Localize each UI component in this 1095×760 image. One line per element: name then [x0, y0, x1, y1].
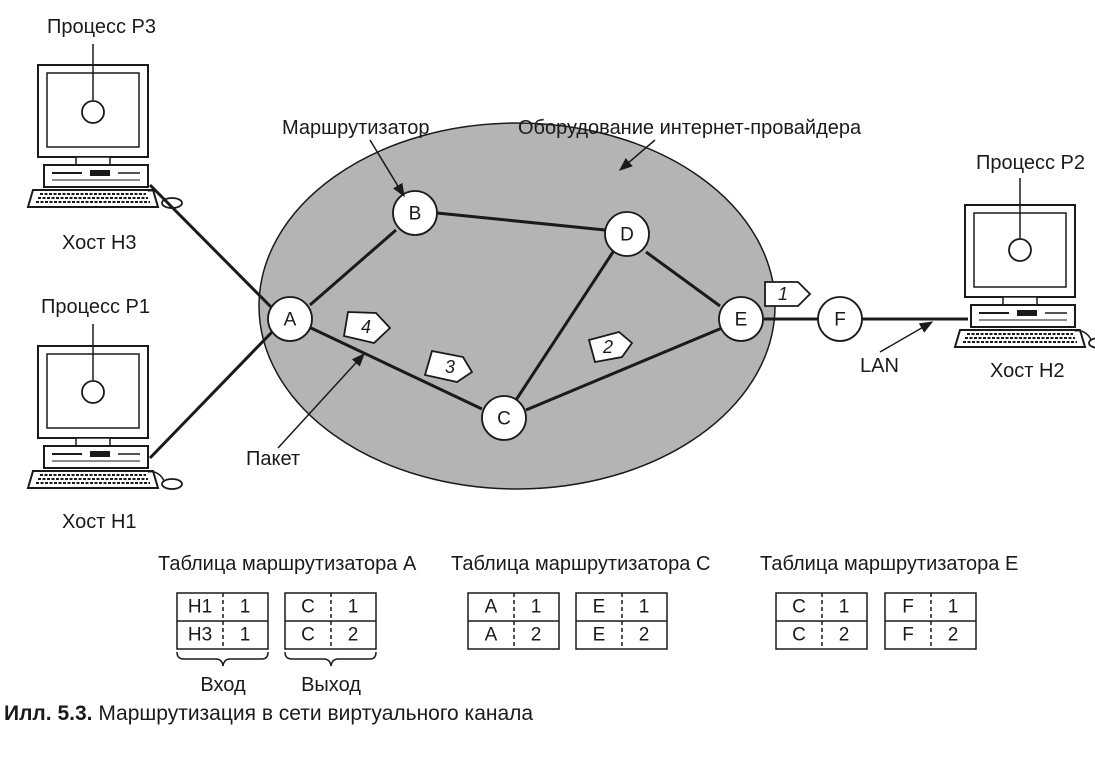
- process-p1-icon: [81, 380, 105, 404]
- table-e-title: Таблица маршрутизатора Е: [760, 553, 1018, 575]
- router-table-e: Таблица маршрутизатора Е C 1 C 2 F 1 F 2: [760, 553, 1018, 650]
- table-c-title: Таблица маршрутизатора С: [451, 553, 710, 575]
- lan-label: LAN: [860, 355, 899, 377]
- link-d-c: [514, 251, 615, 401]
- svg-text:F: F: [902, 625, 914, 646]
- svg-text:1: 1: [240, 597, 251, 618]
- svg-text:H1: H1: [188, 597, 212, 618]
- input-brace: [176, 651, 269, 667]
- svg-text:F: F: [902, 597, 914, 618]
- svg-text:A: A: [485, 625, 498, 646]
- figure-number: Илл. 5.3.: [4, 702, 93, 725]
- svg-text:E: E: [593, 625, 606, 646]
- link-a-b: [309, 228, 397, 307]
- router-label: Маршрутизатор: [282, 117, 429, 139]
- router-callout-arrow: [369, 139, 405, 198]
- host-h2-computer-icon: [954, 204, 1095, 349]
- packet-4: 4: [342, 311, 392, 344]
- table-e-input: C 1 C 2: [775, 592, 868, 650]
- packet-callout-arrow: [277, 353, 365, 449]
- table-e-output: F 1 F 2: [884, 592, 977, 650]
- node-b: B: [392, 190, 438, 236]
- node-d: D: [604, 211, 650, 257]
- svg-text:4: 4: [361, 317, 371, 337]
- link-c-e: [525, 326, 723, 412]
- table-c-input: A 1 A 2: [467, 592, 560, 650]
- host-h2-label: Хост Н2: [990, 360, 1065, 382]
- svg-text:A: A: [284, 310, 297, 331]
- svg-text:1: 1: [639, 597, 650, 618]
- svg-text:F: F: [834, 310, 846, 331]
- link-a-c: [310, 326, 483, 411]
- svg-text:C: C: [792, 625, 806, 646]
- svg-text:1: 1: [348, 597, 359, 618]
- packet-2: 2: [587, 331, 634, 364]
- svg-text:2: 2: [839, 625, 850, 646]
- isp-equipment-label: Оборудование интернет-провайдера: [518, 117, 862, 139]
- output-label: Выход: [301, 674, 361, 696]
- figure-caption: Илл. 5.3. Маршрутизация в сети виртуальн…: [4, 702, 533, 726]
- svg-text:C: C: [301, 625, 315, 646]
- svg-text:1: 1: [531, 597, 542, 618]
- process-p2-label: Процесс Р2: [976, 152, 1085, 174]
- svg-text:C: C: [497, 409, 511, 430]
- link-b-d: [436, 211, 606, 232]
- link-h1-a: [148, 330, 274, 460]
- svg-text:A: A: [485, 597, 498, 618]
- process-p3-label: Процесс Р3: [47, 16, 156, 38]
- lan-callout-arrow: [879, 321, 934, 353]
- table-a-title: Таблица маршрутизатора А: [158, 553, 417, 575]
- node-e: E: [718, 296, 764, 342]
- packet-3: 3: [423, 349, 474, 383]
- svg-text:D: D: [620, 225, 634, 246]
- svg-text:H3: H3: [188, 625, 212, 646]
- svg-text:3: 3: [445, 357, 455, 377]
- svg-text:C: C: [301, 597, 315, 618]
- router-table-c: Таблица маршрутизатора С A 1 A 2 E 1 E 2: [451, 553, 710, 650]
- process-p1-label: Процесс Р1: [41, 296, 150, 318]
- host-h3-computer-icon: [27, 64, 183, 209]
- svg-text:C: C: [792, 597, 806, 618]
- process-p2-icon: [1008, 238, 1032, 262]
- svg-text:1: 1: [839, 597, 850, 618]
- packet-label: Пакет: [246, 448, 300, 470]
- node-c: C: [481, 395, 527, 441]
- svg-text:2: 2: [531, 625, 542, 646]
- table-a-output: C 1 C 2: [284, 592, 377, 650]
- packet-1: 1: [764, 281, 812, 307]
- svg-text:1: 1: [240, 625, 251, 646]
- svg-text:1: 1: [778, 284, 788, 304]
- svg-text:2: 2: [348, 625, 359, 646]
- diagram-canvas: A B C D E F 1 2 3 4 Процесс Р3 Про: [27, 16, 1095, 696]
- link-h3-a: [148, 183, 274, 310]
- output-brace: [284, 651, 377, 667]
- svg-text:1: 1: [948, 597, 959, 618]
- host-h3-label: Хост Н3: [62, 232, 137, 254]
- router-table-a: Таблица маршрутизатора А H1 1 H3 1 C 1 C…: [158, 553, 417, 696]
- isp-callout-arrow: [618, 139, 656, 171]
- svg-text:E: E: [735, 310, 748, 331]
- node-a: A: [267, 296, 313, 342]
- svg-text:2: 2: [639, 625, 650, 646]
- process-p3-icon: [81, 100, 105, 124]
- svg-text:E: E: [593, 597, 606, 618]
- input-label: Вход: [200, 674, 246, 696]
- link-d-e: [645, 250, 721, 308]
- node-f: F: [817, 296, 863, 342]
- svg-text:2: 2: [948, 625, 959, 646]
- table-a-input: H1 1 H3 1: [176, 592, 269, 650]
- host-h1-computer-icon: [27, 345, 183, 490]
- host-h1-label: Хост Н1: [62, 511, 137, 533]
- figure-caption-text: Маршрутизация в сети виртуального канала: [92, 702, 534, 725]
- svg-text:2: 2: [602, 337, 613, 357]
- svg-text:B: B: [409, 204, 422, 225]
- table-c-output: E 1 E 2: [575, 592, 668, 650]
